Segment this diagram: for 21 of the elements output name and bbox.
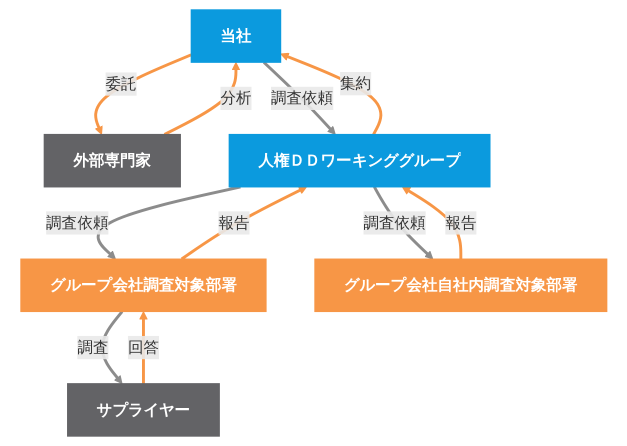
edge-label: 集約 — [340, 74, 371, 92]
node-box: 当社 — [190, 9, 281, 63]
arrow — [280, 52, 382, 136]
edge-label: 調査 — [76, 338, 108, 356]
arrow — [180, 186, 307, 260]
edge-label: 回答 — [128, 338, 159, 356]
arrow — [94, 53, 192, 135]
edge-label: 分析 — [220, 88, 252, 108]
node-box: サプライヤー — [66, 383, 220, 437]
arrow — [96, 186, 240, 260]
edge-label: 委託 — [105, 74, 136, 93]
node-box: グループ会社自社内調査対象部署 — [314, 258, 608, 312]
node-box: 外部専門家 — [43, 134, 181, 188]
node-box: グループ会社調査対象部署 — [20, 258, 266, 312]
edge-label: 調査依頼 — [46, 213, 108, 232]
edge-label: 調査依頼 — [270, 88, 333, 108]
edge-label: 報告 — [218, 213, 250, 232]
arrow — [262, 61, 336, 135]
edge-label: 調査依頼 — [363, 213, 426, 232]
node-box: 人権ＤＤワーキンググループ — [228, 134, 490, 188]
edge-label: 報告 — [444, 213, 476, 232]
